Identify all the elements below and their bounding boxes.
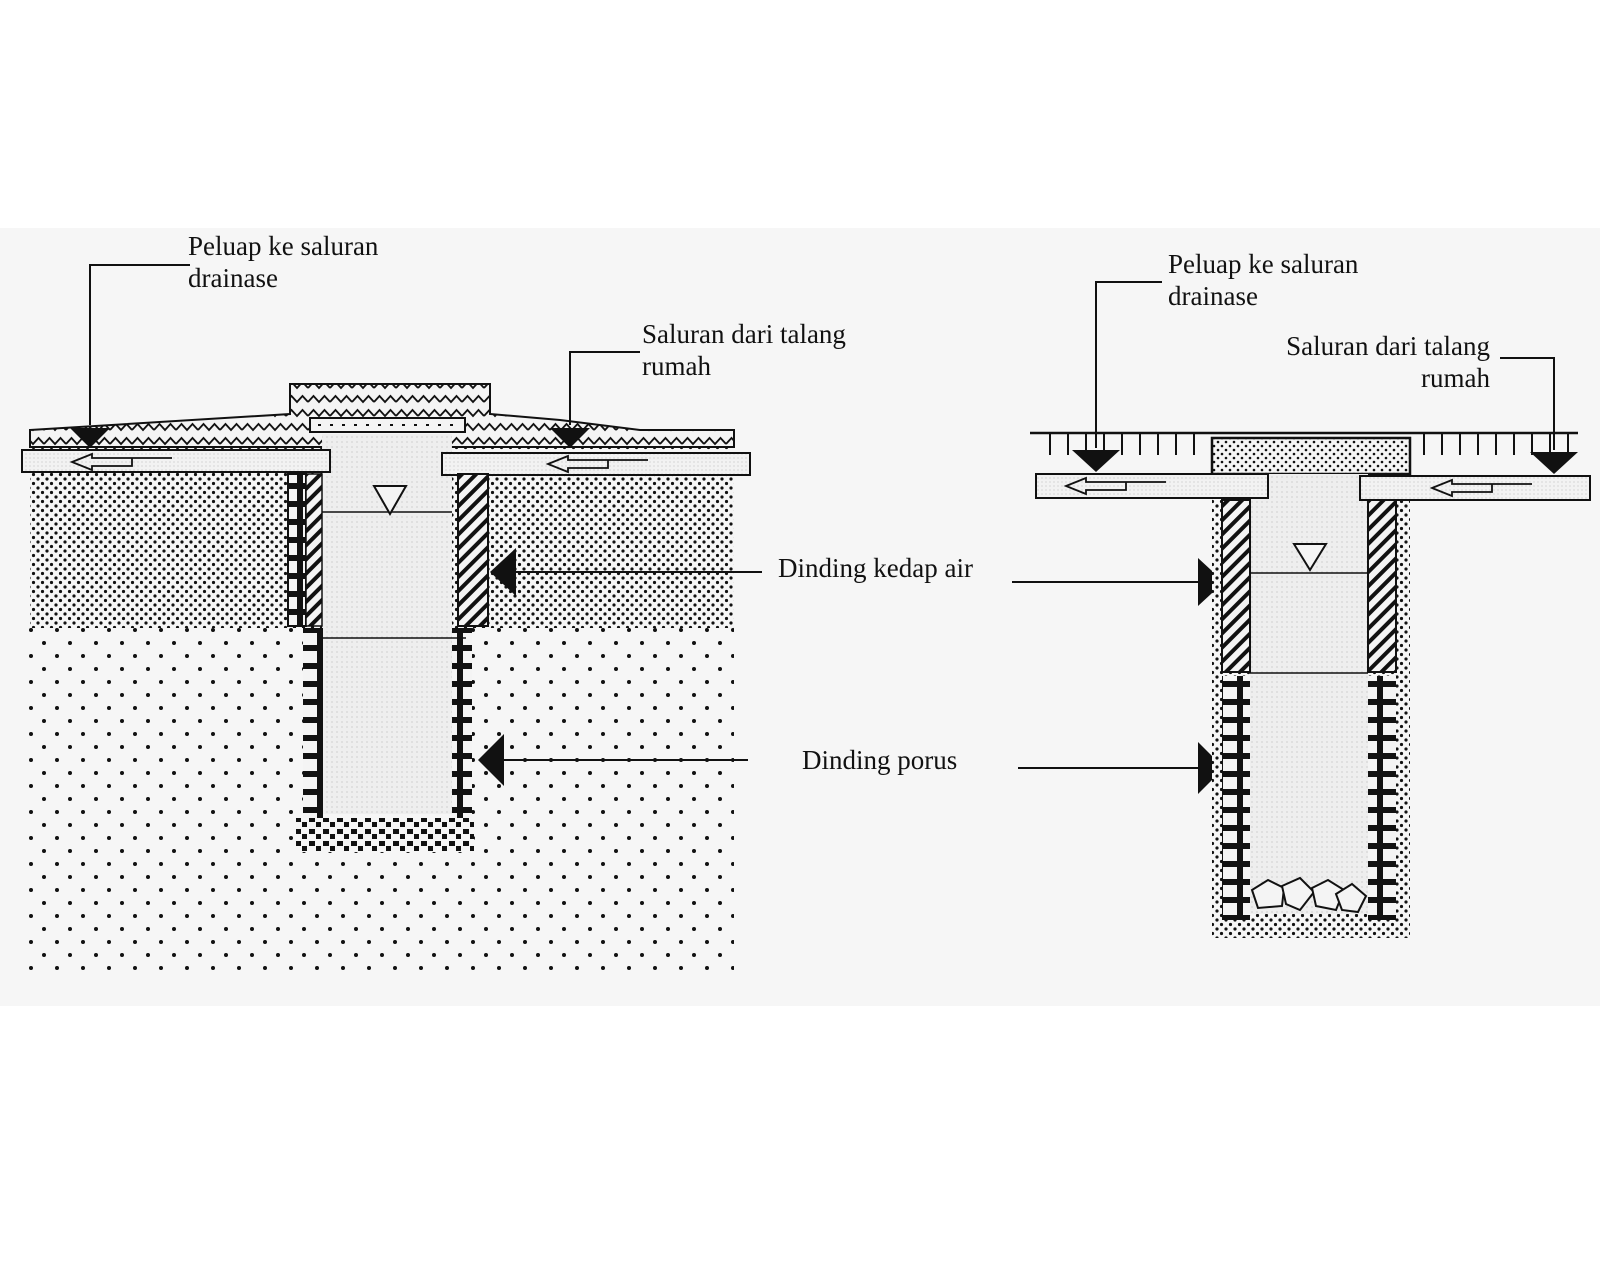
watertight-pointers	[490, 548, 1224, 606]
porous-wall-label: Dinding porus	[802, 745, 958, 775]
left-water-level-marker	[372, 485, 408, 517]
left-watertight-wall-right	[457, 473, 489, 627]
right-roof-channel-label-line1: Saluran dari talang	[1286, 331, 1490, 361]
right-watertight-wall-left	[1221, 499, 1251, 673]
watertight-wall-label: Dinding kedap air	[778, 553, 973, 583]
left-roof-channel-leader	[569, 351, 640, 425]
right-inlet-flow-arrow	[1429, 478, 1532, 498]
left-watertight-wall-left-hatch	[305, 473, 323, 627]
left-porous-wall-left	[303, 628, 323, 818]
left-overflow-flow-arrow	[69, 452, 172, 472]
porous-pointers	[478, 734, 1224, 794]
watertight-arrow-left	[490, 548, 516, 596]
right-stone-base	[1250, 876, 1368, 914]
right-well-interior	[1250, 474, 1368, 914]
right-overflow-pipe	[1035, 473, 1269, 499]
left-well-lid	[309, 417, 466, 433]
left-roof-channel-label-line1: Saluran dari talang	[642, 319, 846, 349]
left-overflow-pipe	[21, 449, 331, 473]
right-overflow-label-line1: Peluap ke saluran	[1168, 249, 1359, 279]
left-inlet-pipe	[441, 452, 751, 476]
left-overflow-label: Peluap ke saluran drainase	[188, 230, 378, 294]
porous-arrow-left	[478, 734, 504, 786]
right-overflow-leader	[1095, 281, 1162, 448]
right-overflow-flow-arrow	[1063, 476, 1166, 496]
right-water-level-marker	[1292, 543, 1328, 572]
left-overflow-label-line2: drainase	[188, 263, 278, 293]
left-roof-channel-label-line2: rumah	[642, 351, 711, 381]
left-inlet-flow-arrow	[545, 454, 648, 474]
right-inlet-pipe	[1359, 475, 1591, 501]
left-overflow-label-line1: Peluap ke saluran	[188, 231, 379, 261]
right-overflow-label-line2: drainase	[1168, 281, 1258, 311]
porous-arrow-right	[1198, 742, 1224, 794]
watertight-arrow-right	[1198, 558, 1224, 606]
left-overflow-leader	[89, 264, 190, 425]
right-watertight-wall-right	[1367, 499, 1397, 673]
right-overflow-label: Peluap ke saluran drainase	[1168, 248, 1358, 312]
left-gravel-base	[296, 818, 474, 852]
right-porous-wall-right	[1368, 676, 1396, 920]
right-cover-slab	[1210, 436, 1412, 476]
right-roof-channel-leader	[1500, 357, 1555, 450]
right-ground-hatching	[1049, 433, 1569, 455]
left-roof-channel-label: Saluran dari talang rumah	[642, 318, 846, 382]
left-porous-wall-right	[452, 628, 472, 818]
left-diagram	[21, 264, 751, 978]
right-roof-channel-label-line2: rumah	[1421, 363, 1490, 393]
left-watertight-wall-left	[287, 473, 307, 627]
right-diagram	[1030, 281, 1591, 938]
right-porous-wall-left	[1222, 676, 1250, 920]
right-roof-channel-label: Saluran dari talang rumah	[1230, 330, 1490, 394]
